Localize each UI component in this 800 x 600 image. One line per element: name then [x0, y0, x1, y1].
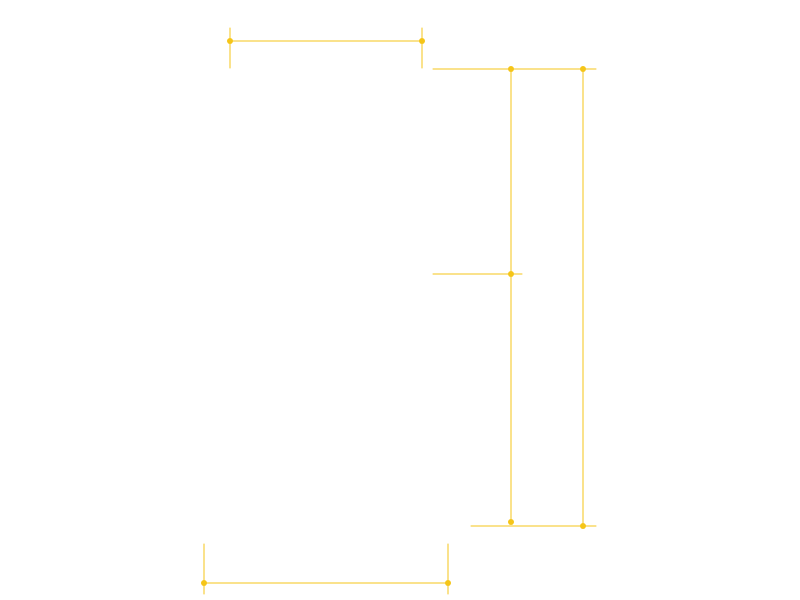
right-outer-top-point	[580, 66, 586, 72]
top-dimension-endpoint-left	[227, 38, 233, 44]
right-outer-bottom-point	[580, 523, 586, 529]
top-dimension	[227, 27, 425, 69]
right-dimensions	[432, 66, 597, 529]
right-inner-top-point	[508, 66, 514, 72]
right-inner-middle-point	[508, 271, 514, 277]
bottom-dimension	[201, 543, 451, 595]
bottom-dimension-endpoint-right	[445, 580, 451, 586]
right-inner-bottom-point	[508, 519, 514, 525]
top-dimension-endpoint-right	[419, 38, 425, 44]
bottom-dimension-endpoint-left	[201, 580, 207, 586]
